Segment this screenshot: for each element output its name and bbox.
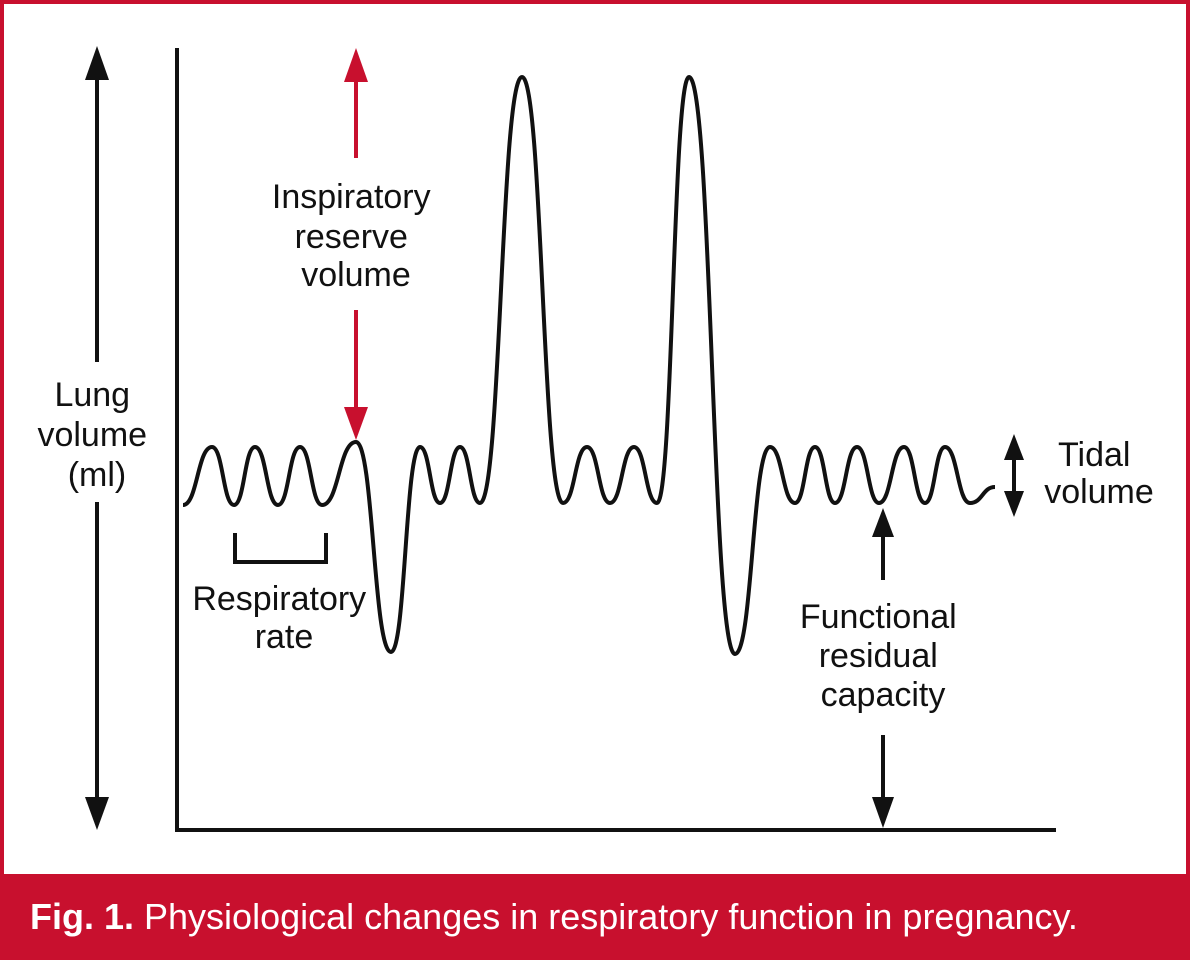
respiratory-rate-bracket <box>233 533 328 564</box>
tidal-volume-label: Tidal volume <box>1044 436 1154 511</box>
caption-prefix: Fig. 1. <box>30 896 135 937</box>
respiratory-rate-label: Respiratory rate <box>192 580 375 656</box>
inspiratory-reserve-label: Inspiratory reserve volume <box>272 178 440 294</box>
lung-volume-waveform <box>182 75 996 656</box>
inspiratory-reserve-arrow <box>344 48 368 440</box>
diagram: Lung volume (ml) Inspiratory reserve vol… <box>37 46 1154 832</box>
caption-text: Physiological changes in respiratory fun… <box>134 896 1078 937</box>
tidal-volume-arrow <box>1004 434 1024 517</box>
lung-volume-label: Lung volume (ml) <box>37 376 156 494</box>
caption-bar: Fig. 1. Physiological changes in respira… <box>0 874 1190 960</box>
functional-residual-label: Functional residual capacity <box>800 598 966 714</box>
lung-volume-arrow <box>85 46 109 830</box>
functional-residual-arrow <box>872 508 894 828</box>
